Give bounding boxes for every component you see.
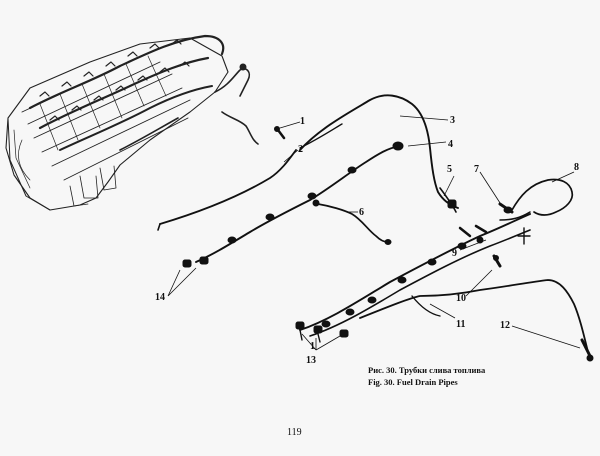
callout-7: 7 (474, 164, 479, 175)
engine-block-illustration (5, 34, 259, 211)
page-number: 119 (287, 427, 302, 438)
leader-lines (167, 115, 581, 351)
callout-2: 2 (298, 144, 303, 155)
callout-1-lower: 1 (310, 341, 315, 352)
callout-5: 5 (447, 164, 452, 175)
callout-10: 10 (456, 293, 466, 304)
callout-4: 4 (448, 139, 453, 150)
upper-pipe-assembly (157, 94, 459, 268)
lower-pipe-assembly (295, 178, 594, 362)
callout-3: 3 (450, 115, 455, 126)
callout-1-upper: 1 (300, 116, 305, 127)
callout-labels: 1 2 3 4 5 6 7 8 9 10 11 12 13 14 1 (155, 115, 579, 366)
figure-caption: Рис. 30. Трубки слива топлива Fig. 30. F… (368, 364, 485, 388)
caption-english: Fig. 30. Fuel Drain Pipes (368, 377, 458, 387)
caption-russian: Рис. 30. Трубки слива топлива (368, 365, 486, 375)
callout-8: 8 (574, 162, 579, 173)
callout-6: 6 (359, 207, 364, 218)
callout-13: 13 (306, 355, 316, 366)
callout-11: 11 (456, 319, 465, 330)
callout-12: 12 (500, 320, 510, 331)
callout-14: 14 (155, 292, 165, 303)
callout-9: 9 (452, 248, 457, 259)
